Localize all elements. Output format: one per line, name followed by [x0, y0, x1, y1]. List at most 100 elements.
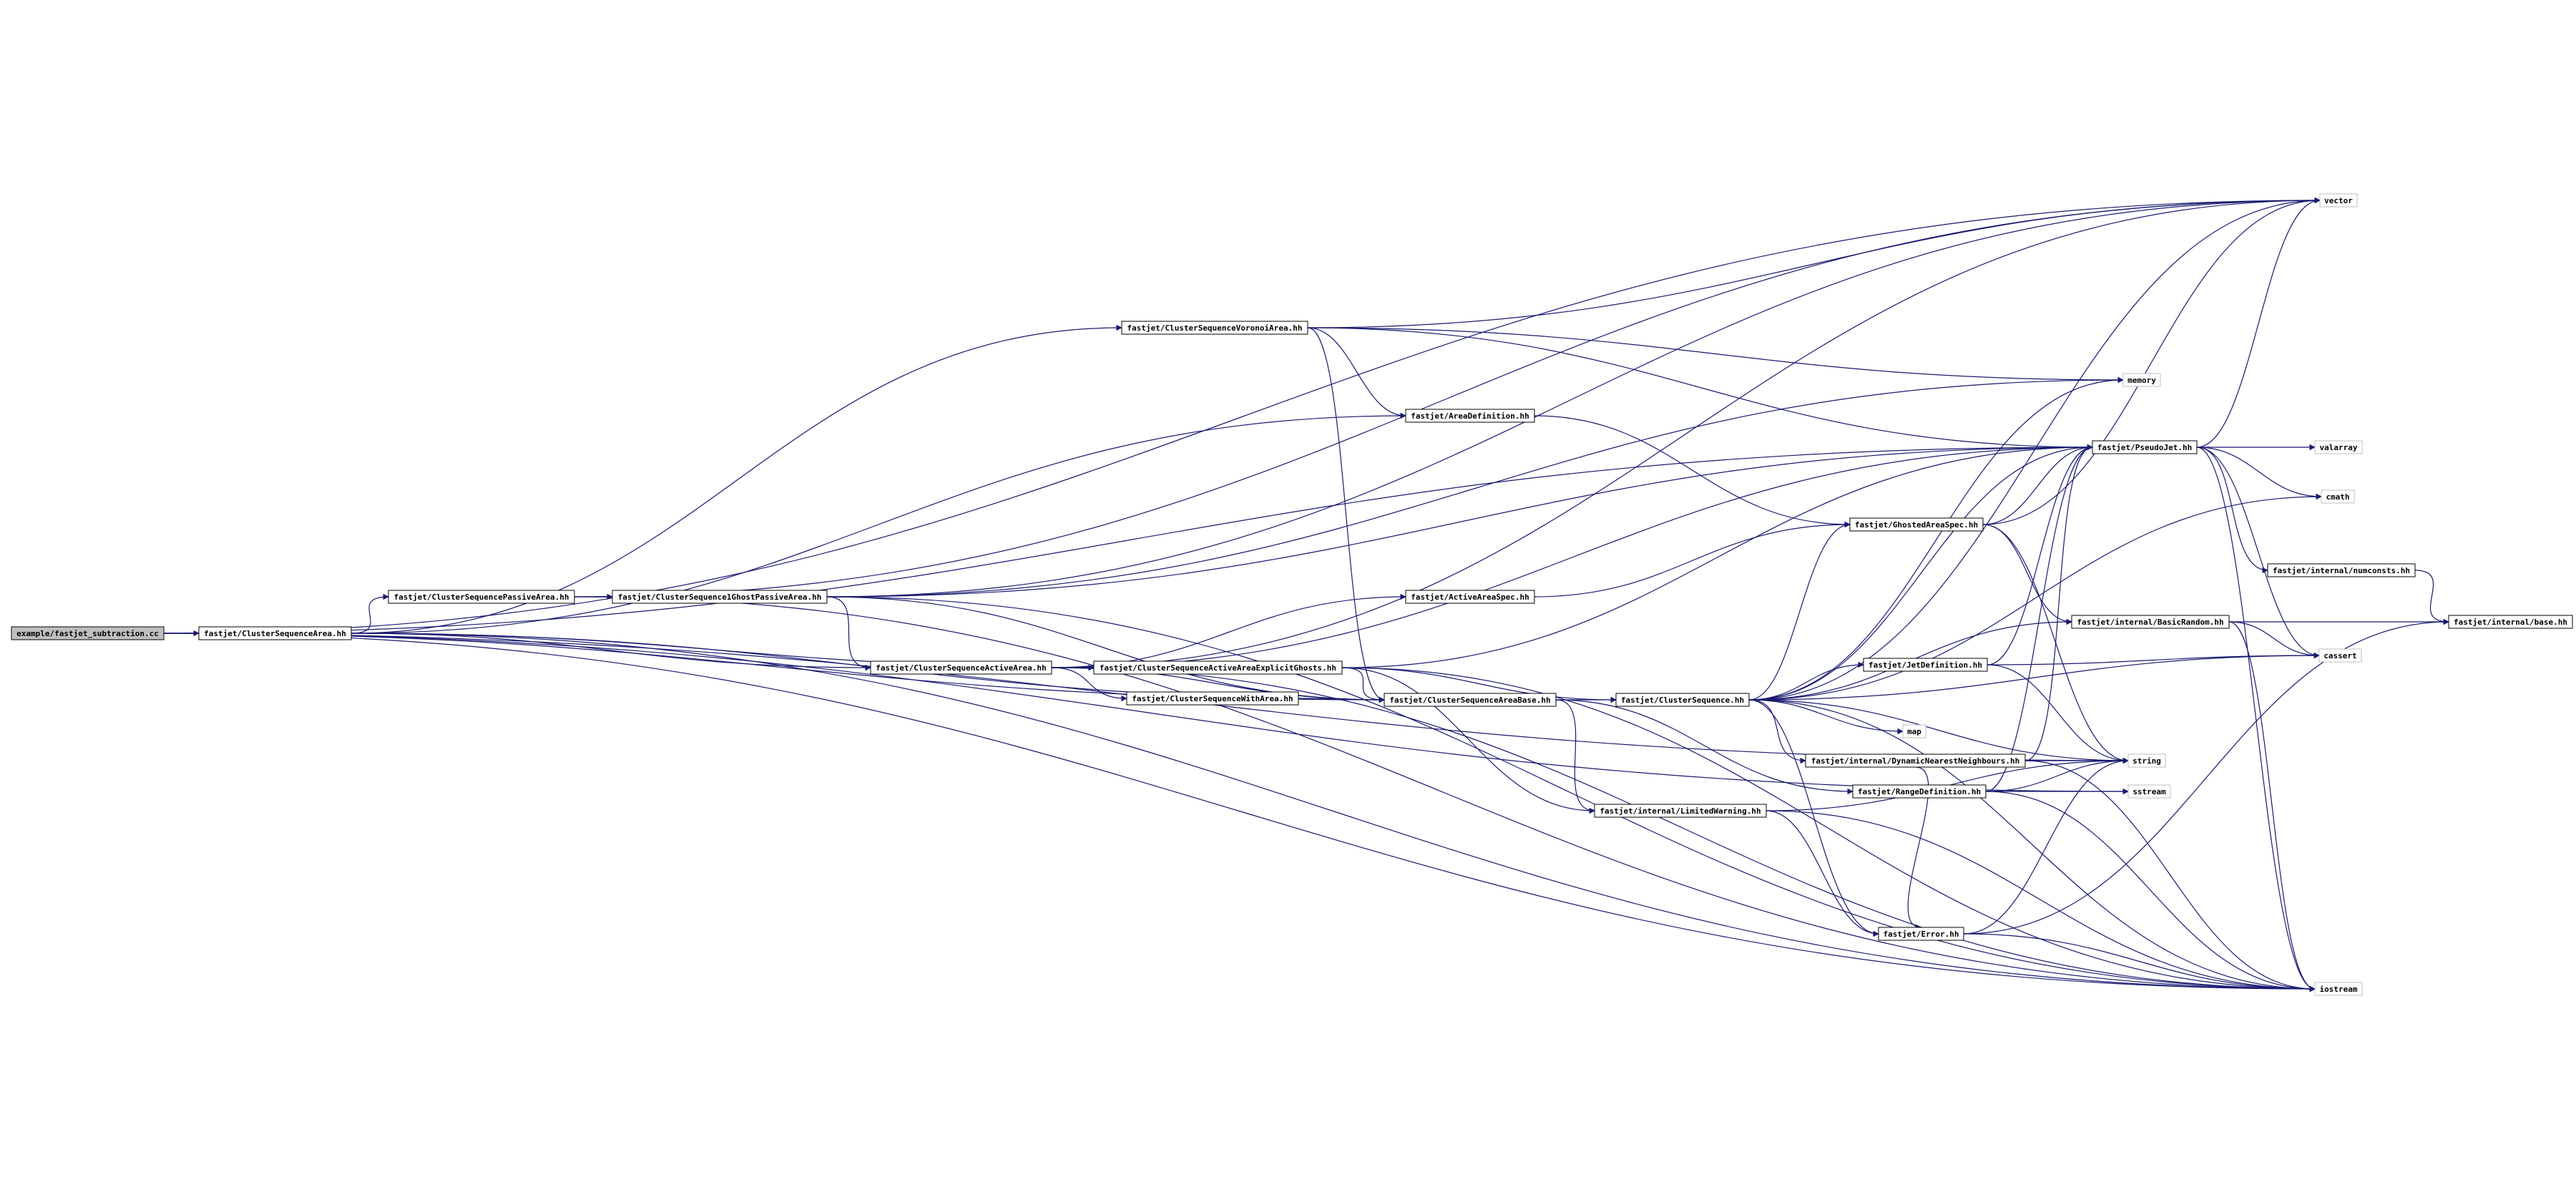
edge-pseudojet-to-cassert: [2196, 447, 2320, 659]
node-error[interactable]: fastjet/Error.hh: [1878, 927, 1964, 941]
node-label-csaa: fastjet/ClusterSequenceActiveArea.hh: [876, 663, 1046, 673]
node-csva[interactable]: fastjet/ClusterSequenceVoronoiArea.hh: [1121, 321, 1308, 335]
edge-limwarn-to-error: [1766, 810, 1879, 937]
node-label-root: example/fastjet_subtraction.cc: [16, 629, 159, 638]
node-label-csab: fastjet/ClusterSequenceAreaBase.hh: [1389, 696, 1550, 705]
node-cs1g[interactable]: fastjet/ClusterSequence1GhostPassiveArea…: [612, 590, 828, 604]
edge-cs1g-to-iostream: [826, 596, 2316, 992]
node-label-csaaeg: fastjet/ClusterSequenceActiveAreaExplici…: [1100, 663, 1336, 673]
node-label-cmath: cmath: [2326, 492, 2349, 502]
node-box-numconsts: [2267, 563, 2416, 577]
edge-cs-to-map: [1748, 699, 1904, 735]
node-csa[interactable]: fastjet/ClusterSequenceArea.hh: [198, 626, 352, 640]
node-csaaeg[interactable]: fastjet/ClusterSequenceActiveAreaExplici…: [1093, 660, 1343, 675]
edge-csa-to-csva: [351, 324, 1122, 634]
node-layer: example/fastjet_subtraction.cc fastjet/Cl…: [11, 193, 2573, 996]
node-base[interactable]: fastjet/internal/base.hh: [2448, 615, 2573, 629]
edge-jetdef-to-pseudojet: [1987, 444, 2093, 665]
edge-csaa-to-vector: [1051, 197, 2321, 668]
node-basicrandom[interactable]: fastjet/internal/BasicRandom.hh: [2071, 615, 2230, 629]
node-activespec[interactable]: fastjet/ActiveAreaSpec.hh: [1405, 590, 1535, 604]
node-label-vector: vector: [2324, 196, 2353, 205]
node-csaa[interactable]: fastjet/ClusterSequenceActiveArea.hh: [870, 660, 1052, 675]
edge-root-to-sstream: [163, 633, 2129, 795]
edge-numconsts-to-base: [2414, 570, 2449, 625]
edge-pseudojet-to-iostream: [2196, 447, 2316, 992]
edge-csaa-to-activespec: [1051, 593, 1406, 668]
edge-csa-to-iostream: [351, 633, 2316, 992]
node-areadef[interactable]: fastjet/AreaDefinition.hh: [1405, 409, 1535, 423]
edge-csva-to-memory: [1307, 327, 2124, 384]
edge-cswa-to-csab: [1298, 696, 1385, 703]
node-box-cmath: [2321, 489, 2355, 504]
edge-limwarn-to-iostream: [1766, 810, 2316, 992]
node-dnn[interactable]: fastjet/internal/DynamicNearestNeighbour…: [1805, 753, 2026, 768]
edge-cs-to-dnn: [1748, 699, 1806, 764]
node-box-cspa: [388, 590, 575, 604]
edge-cs1g-to-pseudojet: [826, 444, 2093, 598]
node-box-string: [2127, 753, 2166, 768]
edge-cs1g-to-memory: [826, 376, 2124, 598]
edge-csaa-to-iostream: [1051, 667, 2316, 992]
edge-cs-to-iostream: [1748, 699, 2316, 992]
edge-root-to-vector: [163, 197, 2321, 634]
node-box-csab: [1384, 693, 1557, 707]
edge-csva-to-csab: [1307, 327, 1385, 703]
edge-csa-to-cspa: [351, 593, 389, 634]
node-root[interactable]: example/fastjet_subtraction.cc: [11, 626, 165, 640]
edge-csaa-to-pseudojet: [1051, 444, 2093, 668]
edge-pseudojet-to-vector: [2196, 197, 2321, 448]
node-label-pseudojet: fastjet/PseudoJet.hh: [2097, 443, 2192, 452]
edge-ghosted-to-vector: [1982, 197, 2321, 525]
node-box-root: [11, 626, 165, 640]
node-sstream: sstream: [2127, 784, 2171, 799]
edge-rangedef-to-pseudojet: [1985, 444, 2093, 792]
node-limwarn[interactable]: fastjet/internal/LimitedWarning.hh: [1594, 804, 1767, 818]
edge-cs-to-vector: [1748, 197, 2321, 701]
node-numconsts[interactable]: fastjet/internal/numconsts.hh: [2267, 563, 2416, 577]
edge-csab-to-rangedef: [1555, 699, 1853, 795]
edge-root-to-iostream: [163, 633, 2316, 992]
edge-rangedef-to-iostream: [1985, 791, 2316, 992]
node-iostream: iostream: [2314, 982, 2363, 996]
edge-dnn-to-iostream: [2024, 760, 2316, 992]
node-box-vector: [2319, 193, 2358, 208]
edge-cspa-to-iostream: [574, 596, 2316, 992]
node-csab[interactable]: fastjet/ClusterSequenceAreaBase.hh: [1384, 693, 1557, 707]
node-box-dnn: [1805, 753, 2026, 768]
edge-csa-to-areadef: [351, 412, 1406, 634]
node-label-memory: memory: [2127, 376, 2156, 385]
node-label-rangedef: fastjet/RangeDefinition.hh: [1858, 787, 1981, 796]
node-label-valarray: valarray: [2320, 443, 2358, 452]
edge-areadef-to-ghosted: [1534, 415, 1851, 528]
node-valarray: valarray: [2314, 440, 2363, 454]
node-cswa[interactable]: fastjet/ClusterSequenceWithArea.hh: [1126, 691, 1299, 706]
node-jetdef[interactable]: fastjet/JetDefinition.hh: [1863, 658, 1988, 672]
node-box-cswa: [1126, 691, 1299, 706]
edge-jetdef-to-cassert: [1987, 652, 2320, 665]
node-label-basicrandom: fastjet/internal/BasicRandom.hh: [2077, 618, 2223, 627]
node-box-limwarn: [1594, 804, 1767, 818]
node-label-activespec: fastjet/ActiveAreaSpec.hh: [1411, 592, 1529, 602]
node-label-cassert: cassert: [2323, 651, 2356, 660]
node-label-string: string: [2132, 756, 2161, 766]
edge-pseudojet-to-numconsts: [2196, 447, 2268, 574]
edge-csva-to-pseudojet: [1307, 327, 2093, 451]
node-rangedef[interactable]: fastjet/RangeDefinition.hh: [1852, 784, 1987, 799]
node-pseudojet[interactable]: fastjet/PseudoJet.hh: [2092, 440, 2198, 454]
node-cassert: cassert: [2318, 648, 2362, 663]
node-ghosted[interactable]: fastjet/GhostedAreaSpec.hh: [1849, 517, 1984, 532]
node-box-areadef: [1405, 409, 1535, 423]
edge-dnn-to-pseudojet: [2024, 444, 2093, 761]
edge-error-to-string: [1963, 757, 2129, 935]
edge-activespec-to-ghosted: [1534, 521, 1851, 598]
node-cspa[interactable]: fastjet/ClusterSequencePassiveArea.hh: [388, 590, 575, 604]
node-cs[interactable]: fastjet/ClusterSequence.hh: [1615, 693, 1750, 707]
node-label-csa: fastjet/ClusterSequenceArea.hh: [204, 629, 346, 638]
node-box-cs: [1615, 693, 1750, 707]
edge-cs1g-to-csab: [826, 596, 1385, 703]
node-label-map: map: [1907, 727, 1921, 736]
node-map: map: [1902, 724, 1926, 738]
edge-csaaeg-to-limwarn: [1341, 667, 1595, 814]
edge-basicrandom-to-cassert: [2228, 621, 2320, 659]
